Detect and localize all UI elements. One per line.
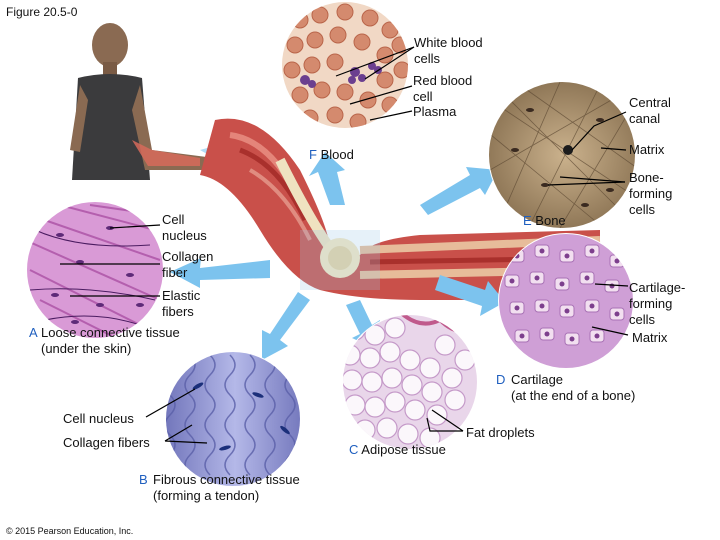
- arrow-to-fibrous: [262, 292, 310, 360]
- loose-elastic-label: Elastic fibers: [162, 288, 201, 319]
- cartilage-caption: D Cartilage (at the end of a bone): [496, 372, 635, 404]
- arrow-to-cartilage: [435, 275, 505, 316]
- bone-caption: E Bone: [523, 213, 566, 229]
- copyright-notice: © 2015 Pearson Education, Inc.: [6, 526, 134, 536]
- central-canal-label: Central canal: [629, 95, 671, 126]
- fat-droplets-label: Fat droplets: [466, 425, 535, 440]
- adipose-caption: C Adipose tissue: [349, 442, 446, 458]
- arrow-to-bone: [420, 167, 498, 215]
- adipose-letter: C: [349, 442, 359, 457]
- blood-micrograph: [279, 0, 411, 131]
- tissue-arrows: [170, 152, 505, 360]
- fibrous-tissue-micrograph: [165, 351, 301, 487]
- blood-letter: F: [309, 147, 317, 162]
- fibrous-name: Fibrous connective tissue (forming a ten…: [153, 472, 300, 503]
- blood-caption: F Blood: [309, 147, 354, 163]
- cartilage-name: Cartilage (at the end of a bone): [511, 372, 636, 403]
- cartilage-matrix-label: Matrix: [632, 330, 668, 345]
- cartilage-forming-cells-label: Cartilage- forming cells: [629, 280, 686, 327]
- bone-letter: E: [523, 213, 532, 228]
- fibrous-nucleus-label: Cell nucleus: [63, 411, 134, 426]
- loose-tissue-micrograph: [26, 201, 164, 339]
- arrow-to-blood: [309, 152, 345, 205]
- white-blood-cells-label: White blood cells: [414, 35, 483, 66]
- red-blood-cell-label: Red blood cell: [413, 73, 473, 104]
- bone-micrograph: [488, 81, 636, 229]
- cartilage-micrograph: [498, 233, 634, 369]
- bone-name: Bone: [535, 213, 566, 228]
- blood-name: Blood: [320, 147, 354, 162]
- figure-label: Figure 20.5-0: [6, 5, 78, 19]
- adipose-name: Adipose tissue: [361, 442, 446, 457]
- loose-letter: A: [29, 325, 38, 340]
- fibrous-caption: B Fibrous connective tissue (forming a te…: [139, 472, 300, 504]
- fibrous-letter: B: [139, 472, 148, 487]
- fibrous-collagen-label: Collagen fibers: [63, 435, 150, 450]
- bone-matrix-label: Matrix: [629, 142, 665, 157]
- loose-collagen-label: Collagen fiber: [162, 249, 214, 280]
- cartilage-letter: D: [496, 372, 506, 387]
- arrow-to-loose: [170, 258, 270, 288]
- bone-forming-cells-label: Bone- forming cells: [629, 170, 673, 217]
- loose-name: Loose connective tissue (under the skin): [41, 325, 180, 356]
- leader-lines: [60, 46, 629, 444]
- plasma-label: Plasma: [413, 104, 457, 119]
- loose-nucleus-label: Cell nucleus: [162, 212, 207, 243]
